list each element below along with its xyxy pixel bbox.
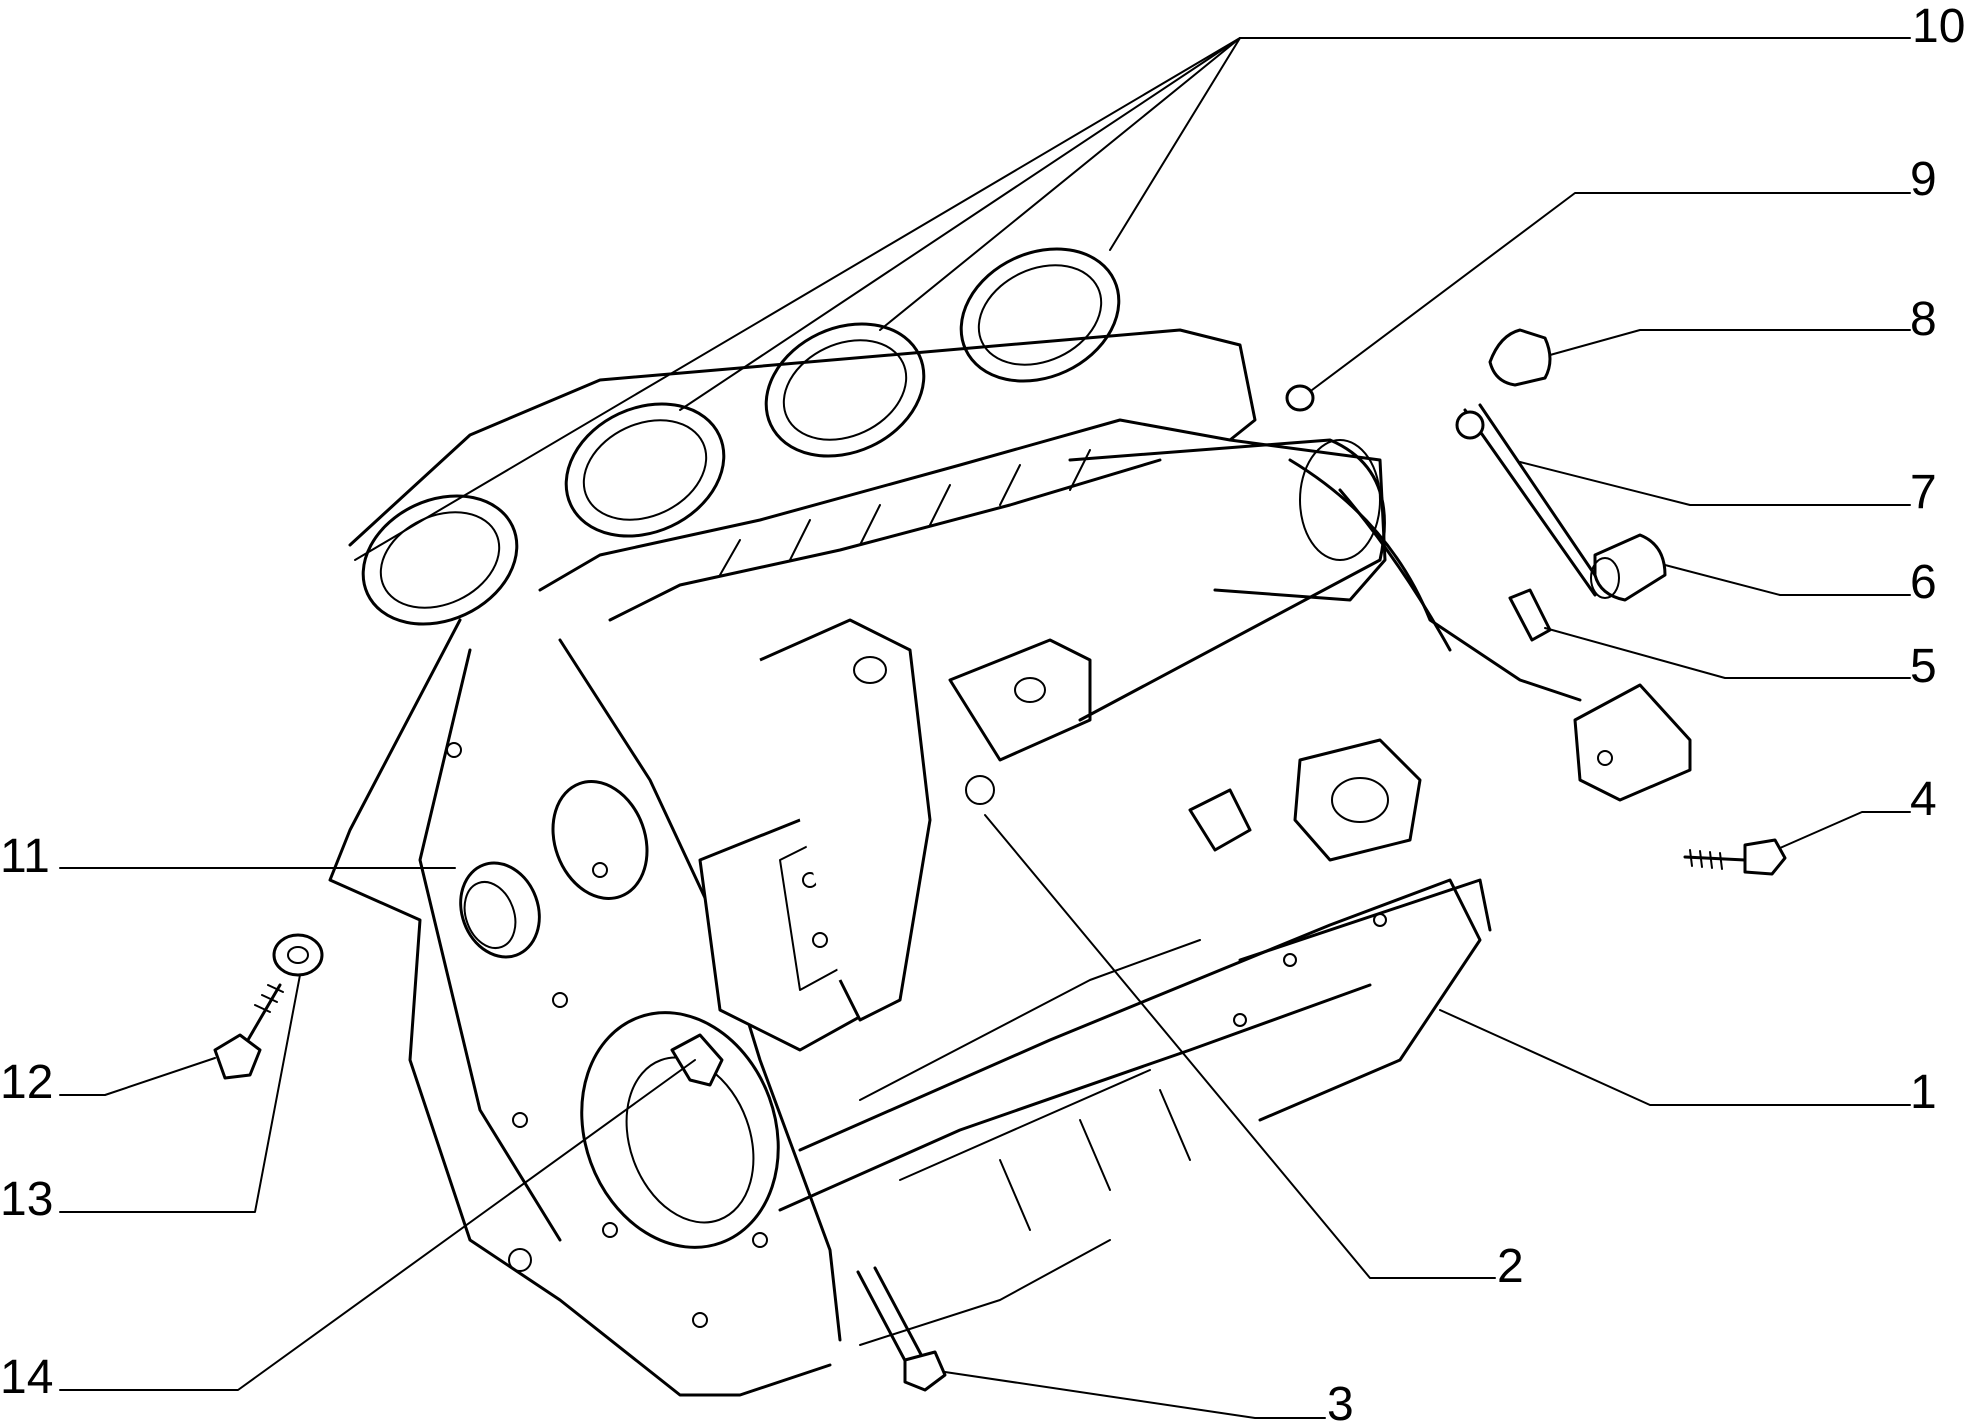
cap-part-8 xyxy=(1488,328,1552,387)
callout-13: 13 xyxy=(0,1173,53,1226)
callout-3: 3 xyxy=(1327,1378,1354,1426)
callout-9: 9 xyxy=(1910,153,1937,206)
bolt-part-4 xyxy=(1683,838,1787,876)
bush-part-6 xyxy=(1593,533,1667,602)
callout-4: 4 xyxy=(1910,773,1937,826)
cylinder-liner-seal-rings xyxy=(354,37,1241,626)
callout-12: 12 xyxy=(0,1056,53,1109)
leader-lines xyxy=(59,37,1911,1419)
dipstick-tube-part-7 xyxy=(1463,408,1597,597)
callout-14: 14 xyxy=(0,1351,53,1404)
callout-1: 1 xyxy=(1910,1066,1937,1119)
washer-part-13 xyxy=(272,933,324,977)
callout-6: 6 xyxy=(1910,556,1937,609)
bolt-part-3 xyxy=(856,1266,947,1392)
expansion-plug-part-9 xyxy=(1285,384,1315,412)
callout-8: 8 xyxy=(1910,293,1937,346)
dowel-part-5 xyxy=(1508,588,1552,642)
callout-7: 7 xyxy=(1910,466,1937,519)
oil-seal-part-11 xyxy=(459,861,541,959)
loose-parts xyxy=(213,328,1787,1392)
callout-10: 10 xyxy=(1912,0,1965,53)
callout-11: 11 xyxy=(0,830,50,883)
engine-block-drawing xyxy=(328,328,1692,1397)
bolt-part-12 xyxy=(213,983,284,1080)
plug-part-14 xyxy=(670,1033,724,1087)
callout-2: 2 xyxy=(1497,1240,1524,1293)
callout-5: 5 xyxy=(1910,640,1937,693)
